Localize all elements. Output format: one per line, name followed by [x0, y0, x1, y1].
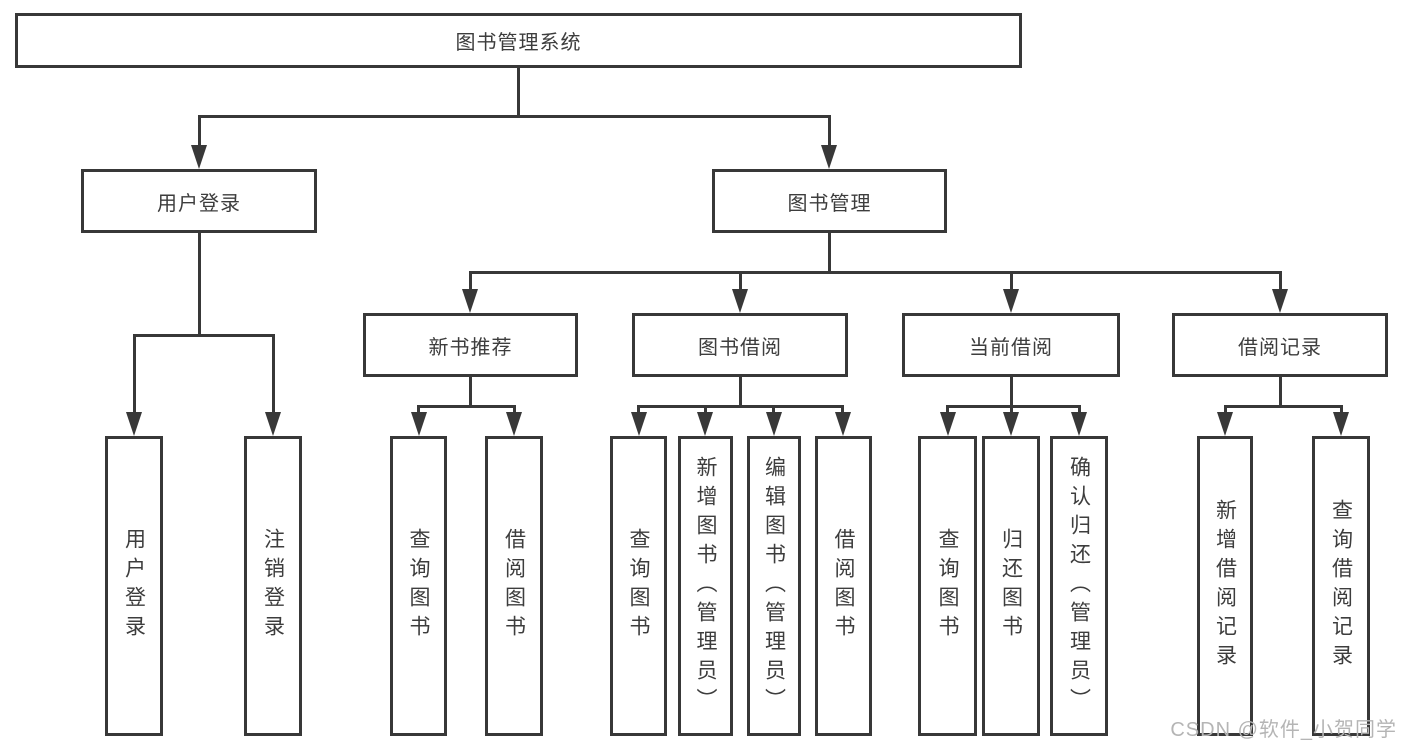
arrowhead-d2: [1333, 412, 1349, 436]
connector-login-v: [198, 233, 201, 337]
connector-stem-c1: [946, 405, 949, 417]
connector-login-hline: [133, 334, 275, 337]
connector-stem-b3: [772, 405, 775, 417]
arrowhead-borrow-record: [1272, 289, 1288, 313]
connector-stem-a1: [417, 405, 420, 417]
leaf-current-return-book-label: 归还图书: [999, 528, 1023, 644]
leaf-current-query-book: 查询图书: [918, 436, 977, 736]
leaf-borrow-edit-book-label: 编辑图书（管理员）: [762, 455, 786, 717]
connector-groupB-hline: [637, 405, 844, 408]
connector-stem-new-book: [469, 271, 472, 291]
node-new-book-recommend-label: 新书推荐: [428, 336, 513, 359]
connector-stem-b1: [637, 405, 640, 417]
connector-stem-current-borrow: [1010, 271, 1013, 291]
connector-stem-c2: [1010, 405, 1013, 417]
connector-stem-b4: [841, 405, 844, 417]
leaf-logout: 注销登录: [244, 436, 302, 736]
leaf-rec-borrow-book-label: 借阅图书: [502, 528, 526, 644]
connector-groupB-v: [739, 377, 742, 408]
arrowhead-current-borrow: [1003, 289, 1019, 313]
connector-stem-borrow-record: [1279, 271, 1282, 291]
connector-stem-login-leaf: [133, 334, 136, 414]
connector-groupC-v: [1010, 377, 1013, 408]
node-book-borrow: 图书借阅: [632, 313, 848, 377]
arrowhead-login-leaf: [126, 412, 142, 436]
arrowhead-b2: [697, 412, 713, 436]
arrowhead-book-borrow: [732, 289, 748, 313]
leaf-user-login-label: 用户登录: [122, 528, 146, 644]
leaf-borrow-borrow-book: 借阅图书: [815, 436, 872, 736]
node-user-login: 用户登录: [81, 169, 317, 233]
leaf-current-return-book: 归还图书: [982, 436, 1040, 736]
connector-stem-book-management: [828, 115, 831, 147]
arrowhead-logout-leaf: [265, 412, 281, 436]
leaf-borrow-query-book-label: 查询图书: [627, 528, 651, 644]
leaf-borrow-borrow-book-label: 借阅图书: [832, 528, 856, 644]
leaf-record-query-borrow: 查询借阅记录: [1312, 436, 1370, 736]
leaf-borrow-add-book: 新增图书（管理员）: [678, 436, 733, 736]
node-current-borrow: 当前借阅: [902, 313, 1120, 377]
leaf-record-add-borrow: 新增借阅记录: [1197, 436, 1253, 736]
leaf-borrow-query-book: 查询图书: [610, 436, 667, 736]
arrowhead-c3: [1071, 412, 1087, 436]
leaf-record-query-borrow-label: 查询借阅记录: [1329, 499, 1353, 673]
node-borrow-record-label: 借阅记录: [1238, 336, 1322, 359]
arrowhead-book-management: [821, 145, 837, 169]
node-root: 图书管理系统: [15, 13, 1022, 68]
connector-stem-user-login: [198, 115, 201, 147]
arrowhead-c1: [940, 412, 956, 436]
node-root-label: 图书管理系统: [455, 32, 582, 54]
connector-stem-a2: [513, 405, 516, 417]
connector-groupA-hline: [417, 405, 516, 408]
connector-stem-b2: [704, 405, 707, 417]
node-user-login-label: 用户登录: [157, 192, 241, 215]
leaf-rec-query-book: 查询图书: [390, 436, 447, 736]
connector-groupA-v: [469, 377, 472, 408]
leaf-borrow-add-book-label: 新增图书（管理员）: [694, 455, 718, 717]
arrowhead-new-book: [462, 289, 478, 313]
node-book-borrow-label: 图书借阅: [698, 336, 782, 359]
leaf-rec-query-book-label: 查询图书: [407, 528, 431, 644]
node-book-management-label: 图书管理: [787, 192, 872, 215]
node-book-management: 图书管理: [712, 169, 947, 233]
connector-stem-logout-leaf: [272, 334, 275, 414]
arrowhead-c2: [1003, 412, 1019, 436]
connector-level2-hline: [198, 115, 831, 118]
connector-stem-d1: [1224, 405, 1227, 417]
leaf-current-confirm-return: 确认归还（管理员）: [1050, 436, 1108, 736]
leaf-user-login: 用户登录: [105, 436, 163, 736]
connector-mgmt-v: [828, 233, 831, 274]
leaf-rec-borrow-book: 借阅图书: [485, 436, 543, 736]
node-new-book-recommend: 新书推荐: [363, 313, 578, 377]
connector-stem-c3: [1078, 405, 1081, 417]
leaf-borrow-edit-book: 编辑图书（管理员）: [747, 436, 801, 736]
arrowhead-b4: [835, 412, 851, 436]
connector-root-trunk: [517, 67, 520, 118]
connector-groupD-v: [1279, 377, 1282, 408]
arrowhead-user-login: [191, 145, 207, 169]
arrowhead-a1: [411, 412, 427, 436]
watermark: CSDN @软件_小贺同学: [1170, 719, 1397, 741]
connector-groupD-hline: [1224, 405, 1343, 408]
connector-groupC-hline: [946, 405, 1081, 408]
node-current-borrow-label: 当前借阅: [969, 336, 1053, 359]
leaf-logout-label: 注销登录: [261, 528, 285, 644]
arrowhead-b1: [631, 412, 647, 436]
node-borrow-record: 借阅记录: [1172, 313, 1388, 377]
leaf-current-confirm-return-label: 确认归还（管理员）: [1067, 455, 1091, 717]
arrowhead-a2: [506, 412, 522, 436]
connector-stem-d2: [1340, 405, 1343, 417]
leaf-current-query-book-label: 查询图书: [936, 528, 960, 644]
leaf-record-add-borrow-label: 新增借阅记录: [1213, 499, 1237, 673]
connector-stem-book-borrow: [739, 271, 742, 291]
arrowhead-b3: [766, 412, 782, 436]
arrowhead-d1: [1217, 412, 1233, 436]
connector-level3-hline: [469, 271, 1282, 274]
